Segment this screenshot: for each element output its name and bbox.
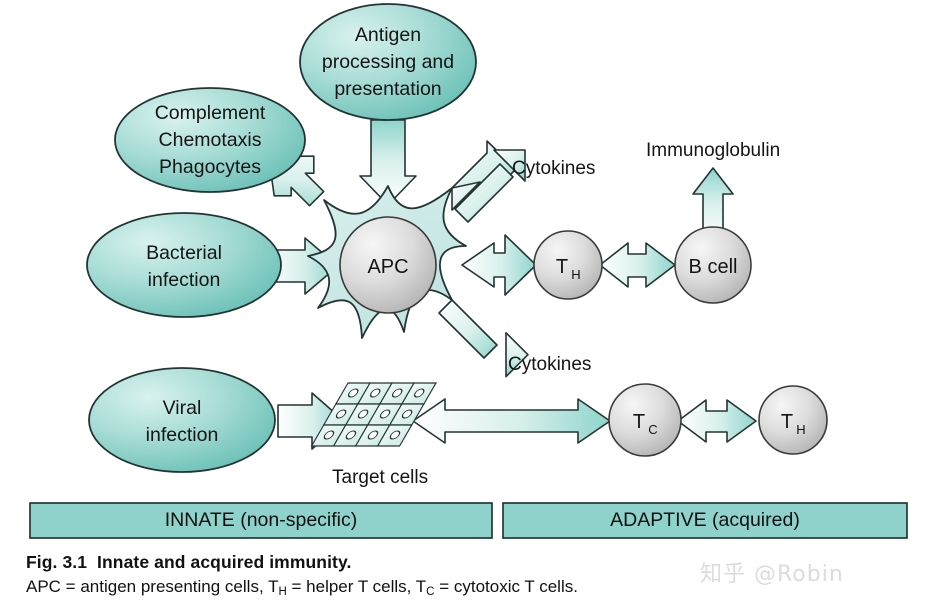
immunity-diagram: Complement Chemotaxis Phagocytes Antigen…	[29, 3, 908, 539]
label-cytokines-lower: Cytokines	[508, 354, 591, 375]
oval-complement-line-2: Chemotaxis	[159, 129, 262, 151]
figure-caption: Fig. 3.1 Innate and acquired immunity. A…	[26, 551, 906, 600]
arrow-t-cytotoxic-to-t-helper	[677, 399, 757, 443]
label-cytokines-upper: Cytokines	[512, 158, 595, 179]
cell-b-cell-label: B cell	[689, 256, 738, 278]
oval-antigen-processing: Antigen processing and presentation	[299, 3, 477, 121]
oval-complement: Complement Chemotaxis Phagocytes	[114, 87, 306, 193]
cell-t-helper-upper-label: T	[556, 256, 568, 278]
arrow-target-cells-to-t-cytotoxic	[412, 398, 611, 444]
oval-complement-line-3: Phagocytes	[159, 156, 261, 178]
cell-t-cytotoxic: T C	[608, 383, 682, 457]
oval-viral-line-1: Viral	[163, 397, 202, 419]
oval-bacterial-infection: Bacterial infection	[86, 212, 282, 318]
target-cells-grid	[310, 382, 438, 447]
cell-t-helper-upper-sub: H	[571, 267, 580, 282]
oval-viral-line-2: infection	[146, 424, 219, 446]
label-immunoglobulin: Immunoglobulin	[646, 140, 780, 161]
caption-legend-suffix: = cytotoxic T cells.	[434, 577, 578, 596]
adaptive-bar-label: ADAPTIVE (acquired)	[610, 509, 800, 531]
watermark: 知乎 @Robin	[700, 562, 844, 587]
arrow-apc-to-cytokines-lower	[438, 299, 529, 378]
cell-t-helper-lower: T H	[758, 385, 828, 455]
caption-legend-prefix: APC = antigen presenting cells, T	[26, 577, 279, 596]
label-target-cells: Target cells	[332, 467, 428, 488]
caption-title-text: Innate and acquired immunity.	[97, 552, 352, 572]
caption-legend-sub-h: H	[278, 586, 287, 598]
adaptive-bar: ADAPTIVE (acquired)	[502, 502, 908, 539]
arrow-apc-to-cytokines-upper	[451, 140, 526, 223]
innate-bar: INNATE (non-specific)	[29, 502, 493, 539]
arrow-apc-to-t-helper	[461, 234, 537, 296]
caption-figure-number: Fig. 3.1	[26, 552, 88, 572]
oval-viral-infection: Viral infection	[88, 367, 276, 473]
cell-t-cytotoxic-label: T	[633, 411, 645, 433]
innate-bar-label: INNATE (non-specific)	[165, 509, 358, 531]
oval-antigen-line-1: Antigen	[355, 24, 421, 46]
cell-apc-label: APC	[367, 256, 408, 278]
cell-t-helper-lower-label: T	[781, 411, 793, 433]
caption-legend-sub-c: C	[426, 586, 435, 598]
oval-complement-line-1: Complement	[155, 102, 266, 124]
cell-t-helper-upper: T H	[533, 230, 603, 300]
oval-antigen-line-3: presentation	[334, 78, 441, 100]
caption-legend-line: APC = antigen presenting cells, TH = hel…	[26, 576, 906, 600]
oval-antigen-line-2: processing and	[322, 51, 454, 73]
cell-t-cytotoxic-sub: C	[648, 422, 657, 437]
arrow-t-helper-to-b-cell	[599, 242, 676, 288]
caption-title-line: Fig. 3.1 Innate and acquired immunity.	[26, 551, 906, 573]
oval-bacterial-line-1: Bacterial	[146, 242, 222, 264]
caption-legend-mid: = helper T cells, T	[286, 577, 427, 596]
oval-bacterial-line-2: infection	[148, 269, 221, 291]
cell-t-helper-lower-sub: H	[796, 422, 805, 437]
cell-b-cell: B cell	[674, 226, 752, 304]
arrow-antigen-to-apc	[359, 119, 417, 206]
cell-apc: APC	[339, 216, 437, 314]
